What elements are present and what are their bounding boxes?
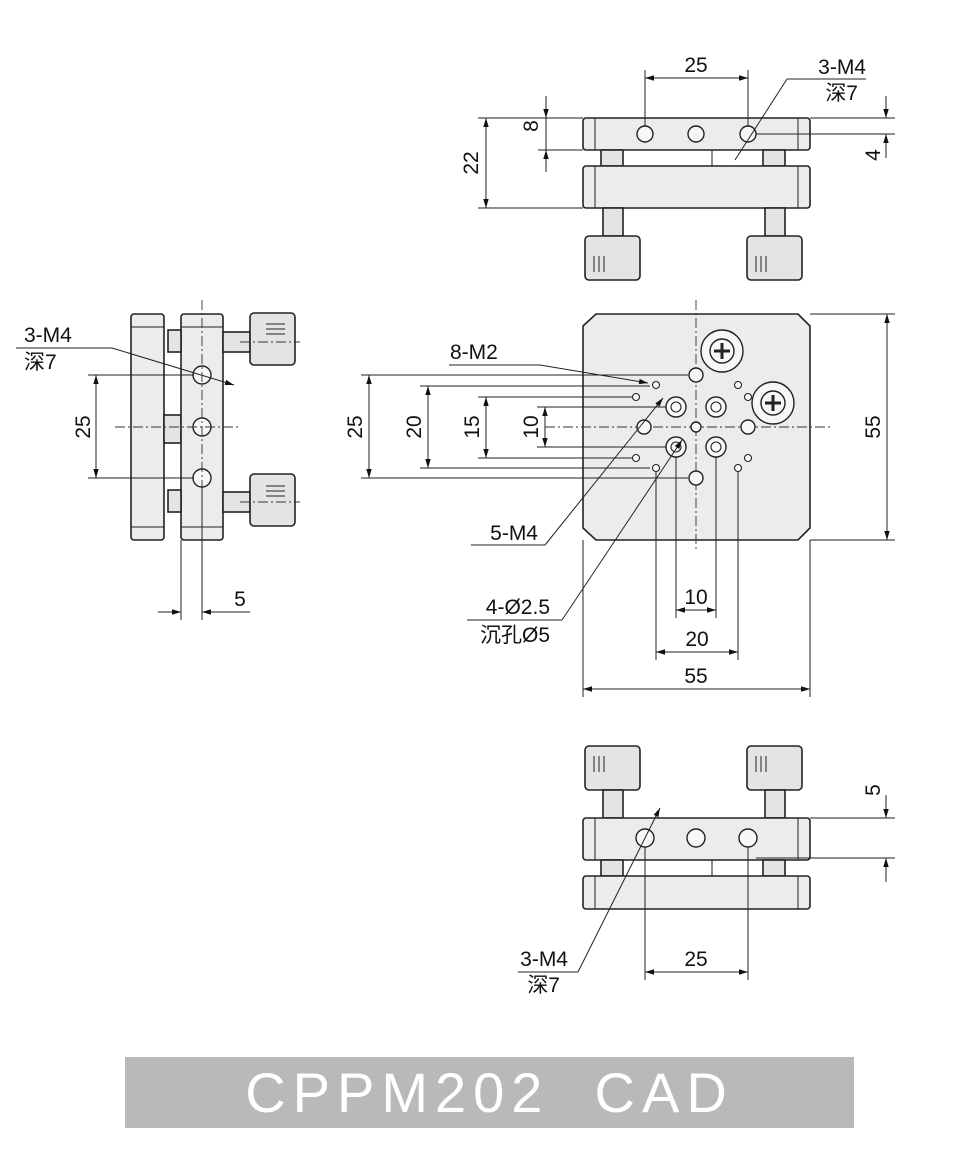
front-dim-h20: 20 xyxy=(685,628,708,651)
top-dim-height-total: 22 xyxy=(460,151,483,174)
top-dim-height-hole: 8 xyxy=(520,120,543,132)
front-m2-hole xyxy=(651,380,661,390)
front-view: 8-M2 25 20 15 10 55 5-M4 4-Ø2.5 沉孔Ø5 xyxy=(344,300,895,697)
side-dim-offset: 5 xyxy=(234,588,246,611)
bottom-callout-line2: 深7 xyxy=(527,974,560,997)
front-m2-hole xyxy=(743,392,753,402)
side-dim-spacing: 25 xyxy=(72,415,95,438)
front-m2-hole xyxy=(631,392,641,402)
side-callout-line1: 3-M4 xyxy=(24,324,72,347)
bottom-lower-plate xyxy=(582,875,811,910)
bottom-hole-2 xyxy=(686,828,706,848)
cad-drawing: 25 3-M4 深7 22 8 4 xyxy=(16,54,895,997)
top-hole-2 xyxy=(687,125,705,143)
side-callout-line2: 深7 xyxy=(24,351,57,374)
bottom-dim-right: 5 xyxy=(862,784,885,796)
top-lower-plate xyxy=(582,165,811,209)
side-view: 3-M4 深7 25 5 xyxy=(16,300,300,620)
page-title: CPPM202 CAD xyxy=(245,1061,734,1124)
front-m2-hole xyxy=(733,380,743,390)
front-m4-hole xyxy=(690,421,702,433)
front-dim-v15: 15 xyxy=(461,415,484,438)
top-callout-line1: 3-M4 xyxy=(818,56,866,79)
top-callout-line2: 深7 xyxy=(825,82,858,105)
bottom-callout-line1: 3-M4 xyxy=(520,948,568,971)
top-hole-1 xyxy=(636,125,654,143)
front-callout-m4: 5-M4 xyxy=(490,522,538,545)
front-callout-hole-line1: 4-Ø2.5 xyxy=(486,596,550,619)
front-m2-hole xyxy=(733,463,743,473)
side-lower-knob xyxy=(249,473,296,527)
front-m2-hole xyxy=(631,453,641,463)
front-m4-hole xyxy=(688,367,704,383)
top-right-knob xyxy=(746,235,803,281)
front-m4-hole xyxy=(688,470,704,486)
top-dim-width: 25 xyxy=(684,54,707,77)
bottom-right-knob xyxy=(746,745,803,791)
side-upper-knob xyxy=(249,312,296,366)
bottom-view: 5 3-M4 深7 25 xyxy=(518,745,895,997)
front-m2-hole xyxy=(651,463,661,473)
top-left-knob xyxy=(584,235,641,281)
front-dim-h10: 10 xyxy=(684,586,707,609)
title-bar: CPPM202 CAD xyxy=(125,1057,854,1128)
top-dim-right: 4 xyxy=(862,149,885,161)
front-callout-hole-line2: 沉孔Ø5 xyxy=(480,624,550,647)
front-m4-hole xyxy=(636,419,652,435)
bottom-hole-3 xyxy=(738,828,758,848)
top-view: 25 3-M4 深7 22 8 4 xyxy=(460,54,895,281)
bottom-dim-width: 25 xyxy=(684,948,707,971)
bottom-left-knob xyxy=(584,745,641,791)
front-dim-v20: 20 xyxy=(403,415,426,438)
front-dim-w55: 55 xyxy=(684,665,707,688)
front-m2-hole xyxy=(743,453,753,463)
front-dim-v25: 25 xyxy=(344,415,367,438)
front-m4-hole xyxy=(740,419,756,435)
front-callout-m2: 8-M2 xyxy=(450,341,498,364)
front-dim-h55-right: 55 xyxy=(862,415,885,438)
front-dim-v10: 10 xyxy=(520,415,543,438)
